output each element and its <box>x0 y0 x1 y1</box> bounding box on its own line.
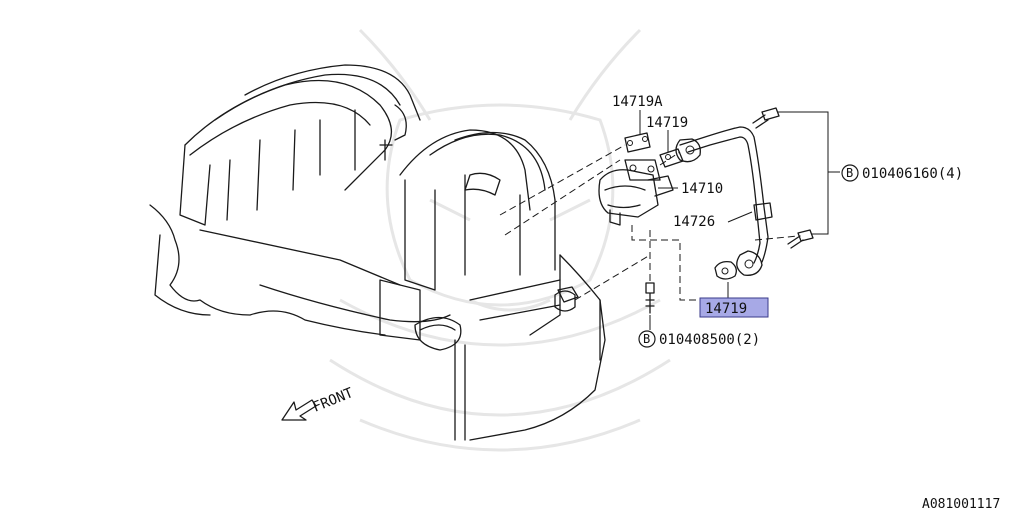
label-bolt-lower: 010408500(2) <box>659 332 760 348</box>
diagram-reference: A081001117 <box>922 497 1000 512</box>
gasket-14719A <box>624 132 651 153</box>
egr-valve <box>598 159 674 226</box>
leader-lines <box>639 110 840 330</box>
label-bolt-upper: 010406160(4) <box>862 166 963 182</box>
label-front: FRONT <box>311 385 357 416</box>
bolts <box>557 107 814 314</box>
highlight-box <box>699 297 769 318</box>
bolt-badge-upper-letter: B <box>846 166 853 180</box>
label-14719-top: 14719 <box>646 115 688 131</box>
gasket-14719-lower <box>714 260 737 280</box>
intake-manifold <box>179 64 556 291</box>
assembly-lines <box>499 144 799 301</box>
label-14719-highlighted[interactable]: 14719 <box>705 301 747 317</box>
bolt-badge-lower-letter: B <box>643 332 650 346</box>
front-arrow-icon <box>281 399 317 421</box>
label-14726: 14726 <box>673 214 715 230</box>
engine-block <box>149 204 606 441</box>
label-14719A: 14719A <box>612 94 663 110</box>
bolt-badge-lower <box>638 330 656 348</box>
watermark-emblem <box>329 28 671 452</box>
egr-pipe <box>675 126 773 276</box>
bolt-badge-upper <box>841 164 859 182</box>
label-14710: 14710 <box>681 181 723 197</box>
